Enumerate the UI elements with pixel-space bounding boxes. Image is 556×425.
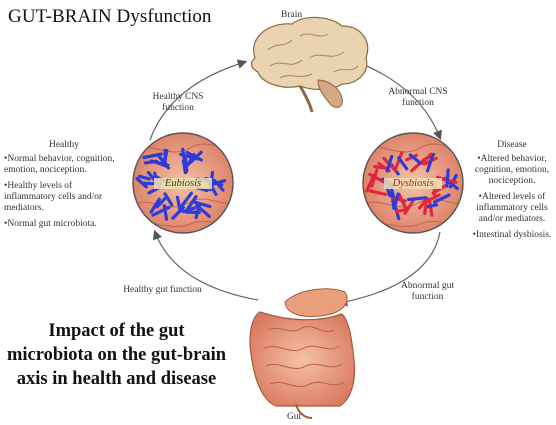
- bacterium: [447, 170, 448, 186]
- disease-heading: Disease: [470, 140, 554, 151]
- healthy-cns-label: Healthy CNS function: [143, 92, 213, 114]
- list-item: Intestinal dysbiosis.: [470, 230, 554, 241]
- healthy-list: Normal behavior, cognition, emotion, noc…: [4, 154, 124, 230]
- gut-illustration: [250, 289, 354, 418]
- page-title: GUT-BRAIN Dysfunction: [8, 6, 212, 28]
- list-item: Healthy levels of inflammatory cells and…: [4, 181, 124, 214]
- list-item: Normal behavior, cognition, emotion, noc…: [4, 154, 124, 176]
- brain-illustration: [252, 17, 368, 112]
- healthy-heading: Healthy: [4, 140, 124, 151]
- abnormal-gut-label: Abnormal gut function: [385, 281, 470, 303]
- bacterium: [375, 167, 388, 169]
- list-item: Normal gut microbiota.: [4, 219, 124, 230]
- bacterium: [183, 149, 185, 160]
- dysbiosis-label: Dysbiosis: [384, 178, 442, 189]
- disease-panel: Disease Altered behavior, cognition, emo…: [470, 140, 554, 246]
- abnormal-cns-label: Abnormal CNS function: [378, 87, 458, 109]
- disease-list: Altered behavior, cognition, emotion, no…: [470, 154, 554, 241]
- healthy-gut-label: Healthy gut function: [120, 285, 205, 296]
- gut-label: Gut: [287, 412, 301, 423]
- list-item: Altered behavior, cognition, emotion, no…: [470, 154, 554, 187]
- bacterium: [186, 159, 187, 171]
- brain-label: Brain: [281, 10, 302, 21]
- healthy-panel: Healthy Normal behavior, cognition, emot…: [4, 140, 124, 235]
- bacterium: [409, 198, 426, 200]
- subtitle: Impact of the gut microbiota on the gut-…: [4, 319, 229, 391]
- eubiosis-label: Eubiosis: [154, 178, 212, 189]
- bacterium: [145, 161, 156, 163]
- bacterium: [426, 205, 436, 207]
- list-item: Altered levels of inflammatory cells and…: [470, 192, 554, 225]
